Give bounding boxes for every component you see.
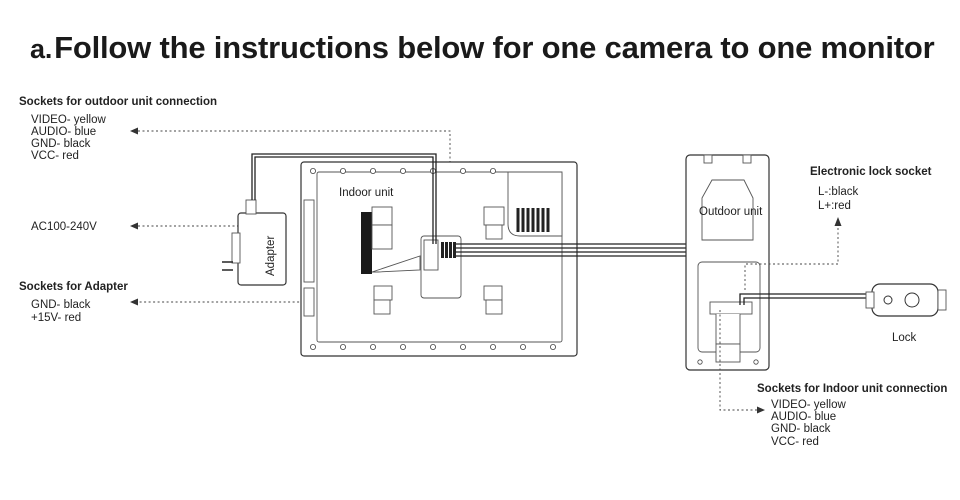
lock-socket-plus: L+:red: [818, 200, 851, 212]
leader-indoor-sockets: [719, 310, 757, 411]
lock-label: Lock: [892, 332, 917, 344]
page-title: a.Follow the instructions below for one …: [30, 30, 955, 66]
lock: Lock: [865, 283, 947, 344]
indoor-socket-vcc: VCC- red: [771, 436, 819, 448]
leader-arrow-adapter: [130, 298, 138, 306]
indoor-socket-audio: AUDIO- blue: [771, 411, 836, 423]
leader-arrow-lock: [834, 217, 842, 226]
leader-lock-socket: [744, 226, 839, 290]
adapter-socket-15v: +15V- red: [31, 312, 81, 324]
title-prefix: a.: [30, 34, 53, 64]
outdoor-unit: Outdoor unit: [685, 154, 770, 371]
outdoor-socket-vcc: VCC- red: [31, 150, 79, 162]
power-label: AC100-240V: [31, 221, 97, 233]
adapter-label: Adapter: [265, 236, 277, 276]
indoor-unit-label: Indoor unit: [339, 187, 394, 199]
adapter-socket-gnd: GND- black: [31, 299, 91, 311]
lock-socket-heading: Electronic lock socket: [810, 166, 932, 178]
outdoor-socket-audio: AUDIO- blue: [31, 126, 96, 138]
adapter-cable: [251, 153, 437, 244]
leader-adapter-sockets: [138, 254, 424, 303]
indoor-socket-gnd: GND- black: [771, 423, 831, 435]
outdoor-sockets-heading: Sockets for outdoor unit connection: [19, 96, 217, 108]
indoor-sockets-heading: Sockets for Indoor unit connection: [757, 383, 947, 395]
title-text: Follow the instructions below for one ca…: [54, 30, 935, 65]
outdoor-socket-gnd: GND- black: [31, 138, 91, 150]
leader-arrow-power: [130, 222, 138, 230]
adapter: Adapter: [222, 199, 287, 286]
lock-cable: [739, 293, 872, 305]
outdoor-unit-label: Outdoor unit: [699, 206, 763, 218]
outdoor-socket-video: VIDEO- yellow: [31, 114, 106, 126]
adapter-sockets-heading: Sockets for Adapter: [19, 281, 128, 293]
leader-arrow-outdoor: [130, 127, 138, 135]
lock-socket-minus: L-:black: [818, 186, 859, 198]
indoor-socket-video: VIDEO- yellow: [771, 399, 846, 411]
leader-arrow-indoor: [757, 406, 765, 414]
indoor-unit: Indoor unit: [300, 161, 578, 357]
